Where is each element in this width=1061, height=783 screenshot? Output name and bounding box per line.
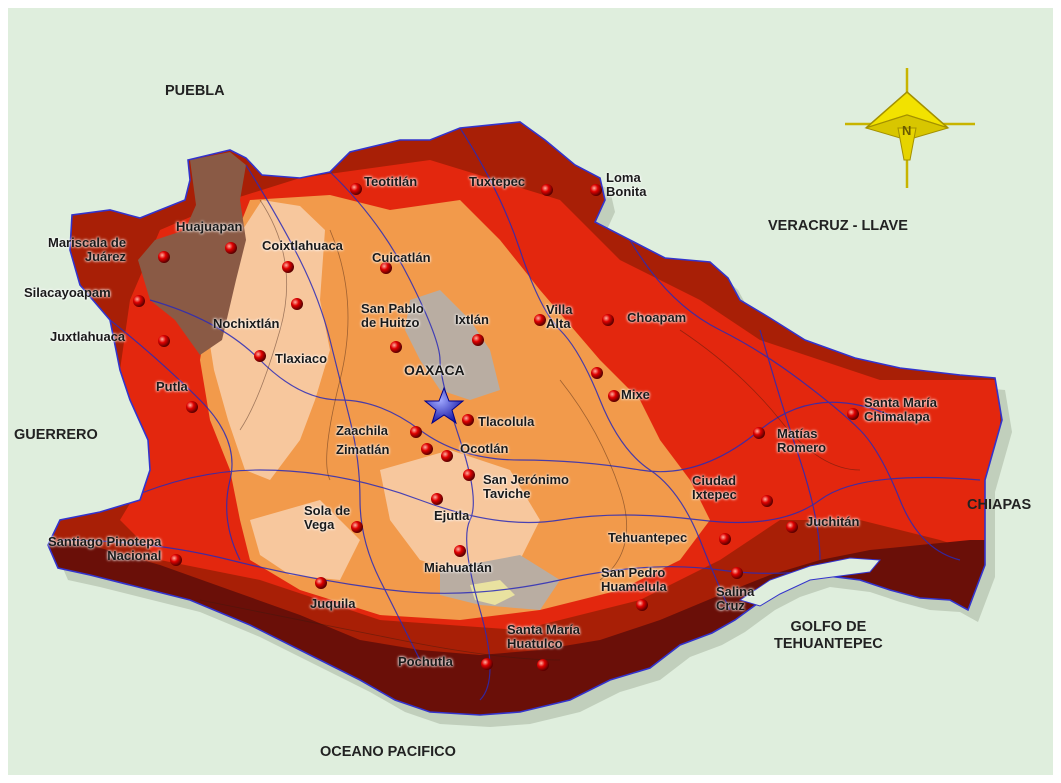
label-mixe: Mixe (621, 387, 650, 402)
label-capital: OAXACA (404, 362, 465, 378)
label-loma-bonita: Loma Bonita (606, 170, 647, 199)
label-juquila: Juquila (310, 596, 356, 611)
label-tehuantepec: Tehuantepec (608, 530, 688, 545)
label-coixtlahuaca: Coixtlahuaca (262, 238, 343, 253)
compass-north-letter: N (902, 123, 912, 138)
label-tuxtepec: Tuxtepec (469, 174, 526, 189)
label-nochixtlan: Nochixtlán (213, 316, 280, 331)
label-silacayoapam: Silacayoapam (24, 285, 111, 300)
label-salina-cruz: Salina Cruz (716, 584, 755, 613)
compass-rose (845, 68, 975, 188)
label-huajuapan: Huajuapan (176, 219, 243, 234)
label-golfo: GOLFO DE TEHUANTEPEC (774, 619, 883, 652)
label-san-jeronimo-taviche: San Jerónimo Taviche (483, 472, 569, 501)
label-ocotlan: Ocotlán (460, 441, 509, 456)
label-teotitlan: Teotitlán (364, 174, 418, 189)
label-santa-maria-chimalapa: Santa María Chimalapa (864, 395, 937, 424)
label-putla: Putla (156, 379, 188, 394)
laguna-superior (738, 557, 882, 607)
label-choapam: Choapam (627, 310, 687, 325)
label-guerrero: GUERRERO (14, 427, 98, 443)
label-chiapas: CHIAPAS (967, 497, 1032, 513)
label-ciudad-ixtepec: Ciudad Ixtepec (692, 473, 737, 502)
label-pochutla: Pochutla (398, 654, 453, 669)
label-ixtlan: Ixtlán (455, 312, 489, 327)
label-sola-de-vega: Sola de Vega (304, 503, 351, 532)
label-tlaxiaco: Tlaxiaco (275, 351, 328, 366)
town-dots (133, 183, 859, 671)
label-veracruz: VERACRUZ - LLAVE (768, 218, 908, 234)
label-san-pedro-huamelula: San Pedro Huamelula (601, 565, 667, 594)
label-villa-alta: Villa Alta (546, 302, 573, 331)
label-zimatlan: Zimatlán (336, 442, 390, 457)
label-santiago-pinotepa: Santiago Pinotepa Nacional (48, 534, 162, 563)
label-mariscala: Mariscala de Juárez (48, 235, 127, 264)
label-juchitan: Juchitán (806, 514, 860, 529)
label-juxtlahuaca: Juxtlahuaca (50, 329, 126, 344)
label-puebla: PUEBLA (165, 83, 225, 99)
label-miahuatlan: Miahuatlán (424, 560, 492, 575)
label-matias-romero: Matías Romero (777, 426, 827, 455)
label-oceano: OCEANO PACIFICO (320, 744, 456, 760)
label-cuicatlan: Cuicatlán (372, 250, 431, 265)
label-santa-maria-huatulco: Santa María Huatulco (507, 622, 580, 651)
capital-star (423, 386, 465, 425)
oaxaca-map (8, 8, 1053, 775)
label-san-pablo-huitzo: San Pablo de Huitzo (361, 301, 424, 330)
label-ejutla: Ejutla (434, 508, 470, 523)
label-zaachila: Zaachila (336, 423, 389, 438)
label-tlacolula: Tlacolula (478, 414, 535, 429)
